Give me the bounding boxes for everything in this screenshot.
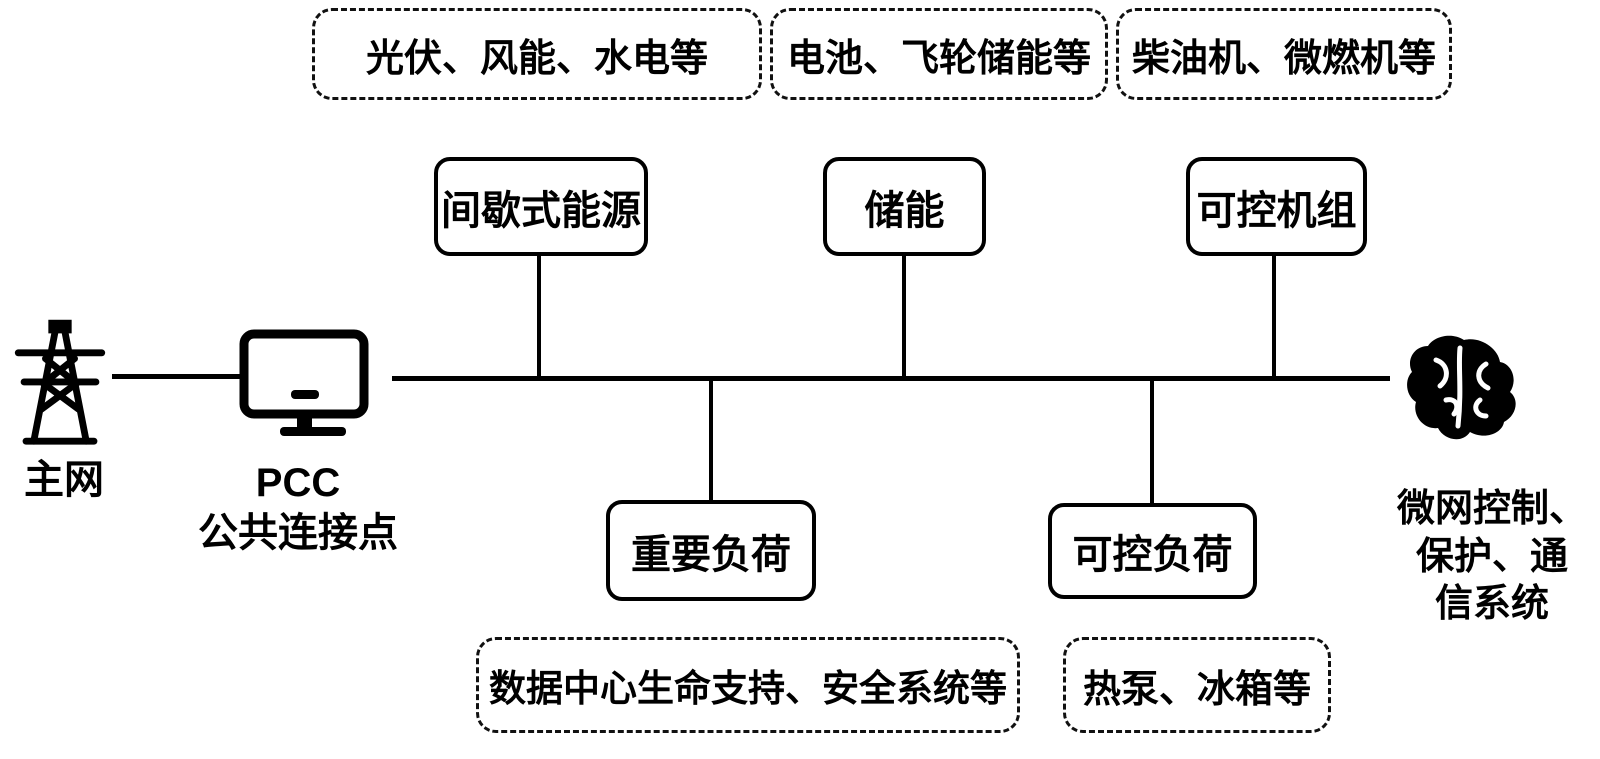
connector-bus-critical-load <box>709 381 713 500</box>
controller-label: 微网控制、 保护、通 信系统 <box>1396 488 1587 625</box>
node-energy-storage: 储能 <box>823 157 986 256</box>
node-critical-load: 重要负荷 <box>606 500 816 601</box>
connector-units-bus <box>1272 256 1276 376</box>
node-controllable-units: 可控机组 <box>1186 157 1367 256</box>
pcc-label: PCC 公共连接点 <box>198 461 398 555</box>
connector-storage-bus <box>902 256 906 376</box>
node-label: 重要负荷 <box>631 532 791 577</box>
bus-line <box>392 376 1390 381</box>
node-label: 可控负荷 <box>1072 533 1233 577</box>
node-intermittent-energy: 间歇式能源 <box>434 157 648 256</box>
annotation-pv-wind-hydro: 光伏、风能、水电等 <box>312 8 762 100</box>
connector-bus-controllable-load <box>1150 381 1154 503</box>
annotation-label: 电池、飞轮储能等 <box>786 37 1091 80</box>
main-grid-label: 主网 <box>24 458 104 502</box>
monitor-icon <box>239 329 369 436</box>
node-label: 间歇式能源 <box>441 188 641 233</box>
annotation-label: 数据中心生命支持、安全系统等 <box>489 668 1007 709</box>
annotation-diesel-microturbine: 柴油机、微燃机等 <box>1116 8 1452 100</box>
node-controllable-load: 可控负荷 <box>1048 503 1257 599</box>
annotation-datacenter-safety: 数据中心生命支持、安全系统等 <box>476 637 1020 733</box>
annotation-label: 热泵、冰箱等 <box>1082 668 1311 711</box>
node-label: 储能 <box>864 188 945 233</box>
transmission-tower-icon <box>14 319 106 445</box>
connector-intermittent-bus <box>537 256 541 376</box>
node-label: 可控机组 <box>1196 188 1357 233</box>
brain-icon <box>1407 335 1516 440</box>
grid-to-pcc-line <box>112 374 244 379</box>
annotation-battery-flywheel: 电池、飞轮储能等 <box>770 8 1108 100</box>
annotation-heatpump-fridge: 热泵、冰箱等 <box>1063 637 1331 733</box>
annotation-label: 柴油机、微燃机等 <box>1131 37 1436 80</box>
annotation-label: 光伏、风能、水电等 <box>365 37 708 80</box>
